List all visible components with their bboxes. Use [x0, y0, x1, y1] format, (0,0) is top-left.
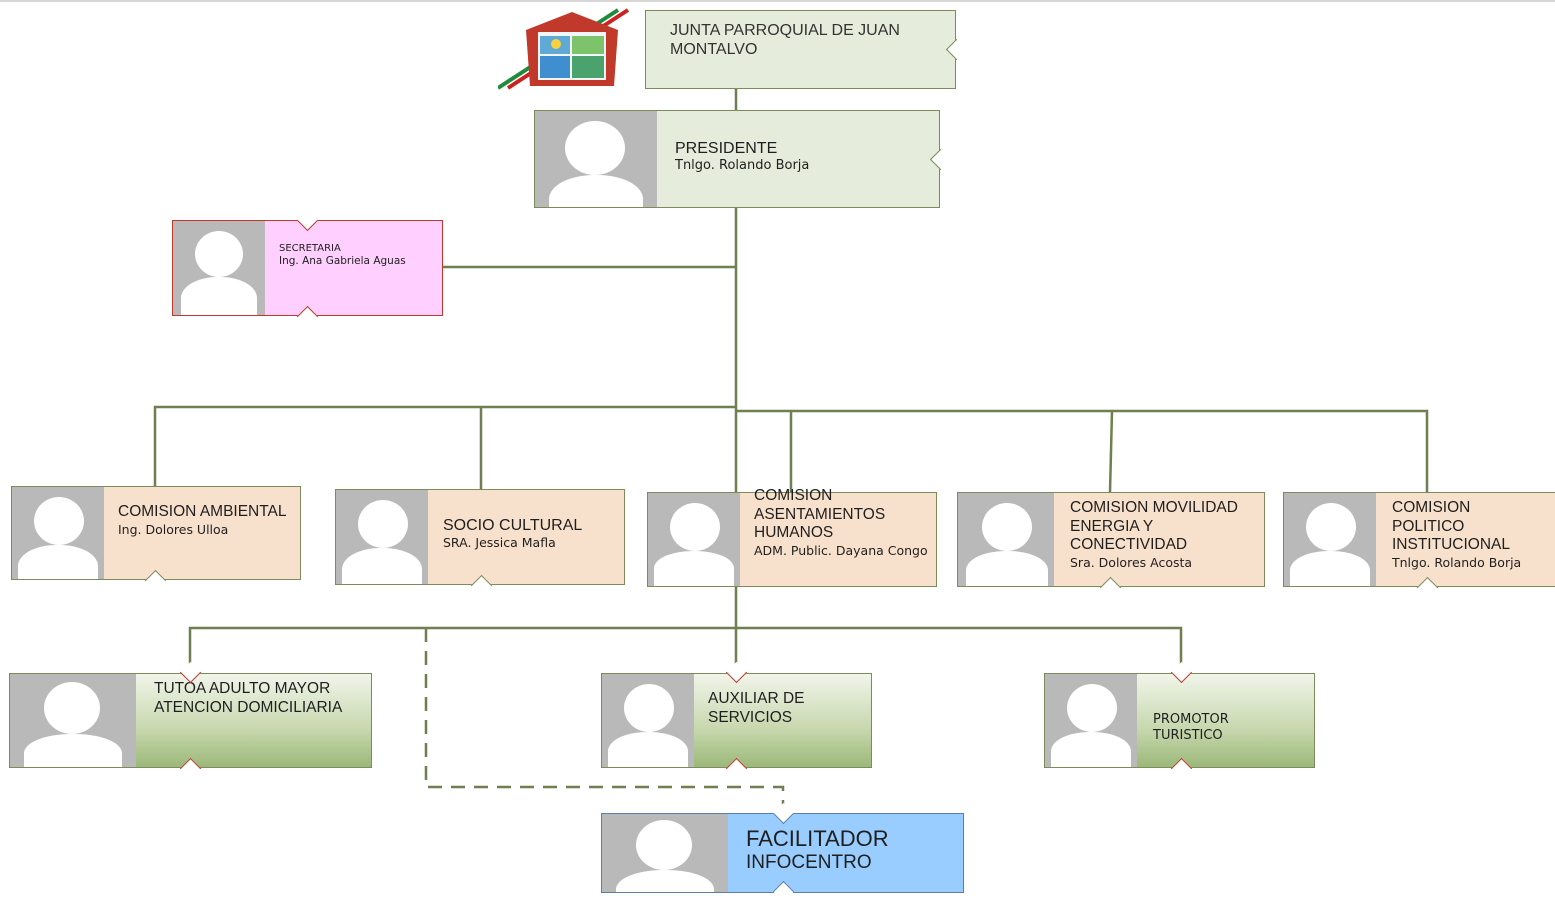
- avatar: [958, 493, 1054, 586]
- secretary-node: SECRETARIA Ing. Ana Gabriela Aguas: [172, 220, 443, 316]
- commission-label: COMISION ASENTAMIENTOS HUMANOS ADM. Publ…: [754, 487, 934, 558]
- facilitator-subtitle: INFOCENTRO: [746, 852, 872, 874]
- commission-title: COMISION AMBIENTAL: [118, 503, 287, 520]
- commission-node: COMISION MOVILIDAD ENERGIA Y CONECTIVIDA…: [957, 492, 1265, 587]
- staff-node: PROMOTOR TURISTICO: [1044, 673, 1315, 768]
- secretary-name: Ing. Ana Gabriela Aguas: [279, 255, 406, 267]
- connector-commission-4: [1108, 410, 1114, 493]
- top-border: [0, 0, 1555, 2]
- connector-staff: [188, 626, 1183, 673]
- staff-title: TUTOA ADULTO MAYOR ATENCION DOMICILIARIA: [154, 680, 343, 716]
- avatar: [1045, 674, 1137, 767]
- president-name: Tnlgo. Rolando Borja: [675, 158, 810, 174]
- commission-member: ADM. Public. Dayana Congo: [754, 542, 928, 558]
- commission-label: COMISION POLITICO INSTITUCIONAL Tnlgo. R…: [1392, 499, 1555, 570]
- staff-title: AUXILIAR DE SERVICIOS: [708, 690, 805, 726]
- commission-label: COMISION MOVILIDAD ENERGIA Y CONECTIVIDA…: [1070, 499, 1264, 570]
- president-title: PRESIDENTE: [675, 140, 778, 157]
- commission-node: COMISION POLITICO INSTITUCIONAL Tnlgo. R…: [1283, 492, 1555, 587]
- facilitator-title: FACILITADOR: [746, 826, 889, 851]
- avatar: [1284, 493, 1376, 586]
- president-label: PRESIDENTE Tnlgo. Rolando Borja: [675, 139, 925, 174]
- commission-member: Tnlgo. Rolando Borja: [1392, 554, 1522, 570]
- connector-facilitator-dashed: [424, 628, 785, 813]
- logo-header-label: JUNTA PARROQUIAL DE JUAN MONTALVO: [670, 22, 900, 59]
- logo-header-box: JUNTA PARROQUIAL DE JUAN MONTALVO: [645, 10, 956, 89]
- avatar: [12, 487, 104, 579]
- connector-commission-right: [736, 409, 1429, 492]
- commission-label: COMISION AMBIENTAL Ing. Dolores Ulloa: [118, 503, 288, 537]
- commission-label: SOCIO CULTURAL SRA. Jessica Mafla: [443, 516, 623, 550]
- facilitator-node: FACILITADOR INFOCENTRO: [601, 813, 964, 893]
- commission-title: COMISION POLITICO INSTITUCIONAL: [1392, 499, 1510, 554]
- staff-node: AUXILIAR DE SERVICIOS: [601, 673, 872, 768]
- parish-emblem-icon: [496, 8, 646, 90]
- commission-node: COMISION AMBIENTAL Ing. Dolores Ulloa: [11, 486, 301, 580]
- avatar: [602, 674, 694, 767]
- president-node: PRESIDENTE Tnlgo. Rolando Borja: [534, 110, 940, 208]
- commission-title: SOCIO CULTURAL: [443, 517, 583, 534]
- commission-node: SOCIO CULTURAL SRA. Jessica Mafla: [335, 489, 625, 585]
- facilitator-label: FACILITADOR INFOCENTRO: [746, 826, 956, 875]
- avatar: [602, 814, 728, 892]
- secretary-title: SECRETARIA: [279, 243, 341, 254]
- secretary-label: SECRETARIA Ing. Ana Gabriela Aguas: [279, 243, 429, 268]
- avatar: [10, 674, 136, 767]
- avatar: [535, 111, 657, 207]
- commission-member: SRA. Jessica Mafla: [443, 535, 556, 551]
- commission-title: COMISION MOVILIDAD ENERGIA Y CONECTIVIDA…: [1070, 499, 1238, 554]
- commission-title: COMISION ASENTAMIENTOS HUMANOS: [754, 487, 886, 542]
- avatar: [648, 493, 740, 586]
- commission-node: COMISION ASENTAMIENTOS HUMANOS ADM. Publ…: [647, 487, 937, 587]
- commission-member: Ing. Dolores Ulloa: [118, 521, 229, 537]
- commission-member: Sra. Dolores Acosta: [1070, 554, 1193, 570]
- connector-commission-left: [153, 405, 736, 486]
- avatar: [336, 490, 428, 584]
- staff-node: TUTOA ADULTO MAYOR ATENCION DOMICILIARIA: [9, 673, 372, 768]
- staff-title: PROMOTOR TURISTICO: [1153, 712, 1229, 743]
- avatar: [173, 221, 265, 315]
